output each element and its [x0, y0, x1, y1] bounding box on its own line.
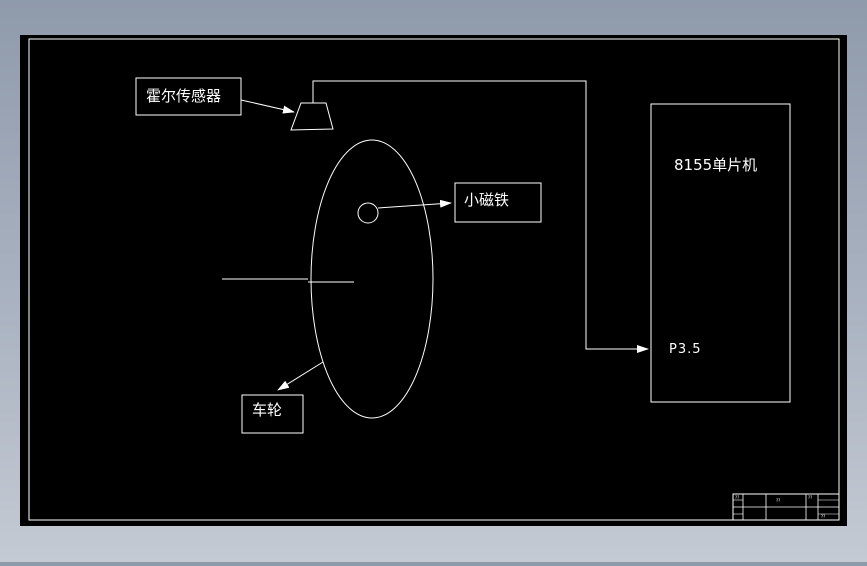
title-block-cell-1: ?? — [735, 495, 739, 500]
mcu-label: 8155单片机 — [674, 156, 757, 174]
wheel-shape — [310, 139, 434, 419]
sheet-background — [20, 35, 847, 526]
wheel-label: 车轮 — [252, 401, 282, 419]
magnet-circle — [357, 202, 379, 224]
title-block: ?? ?? ?? ?? — [732, 493, 840, 521]
port-label: P3.5 — [669, 342, 702, 357]
magnet-label: 小磁铁 — [464, 191, 509, 209]
signal-wire — [312, 80, 649, 353]
hall-sensor-shape — [290, 102, 334, 131]
wheel-label-box — [241, 394, 304, 434]
magnet-label-box — [454, 182, 542, 223]
hall-sensor-label: 霍尔传感器 — [146, 87, 221, 105]
wheel-leader — [277, 361, 324, 391]
title-block-cell-4: ?? — [821, 514, 825, 519]
drawing-frame — [28, 38, 840, 521]
title-block-cell-3: ?? — [808, 495, 812, 500]
magnet-leader — [377, 199, 452, 209]
hall-sensor-leader — [240, 99, 295, 114]
title-block-cell-2: ?? — [776, 498, 780, 503]
mcu-box — [650, 103, 791, 403]
hall-sensor-label-box — [135, 77, 242, 116]
